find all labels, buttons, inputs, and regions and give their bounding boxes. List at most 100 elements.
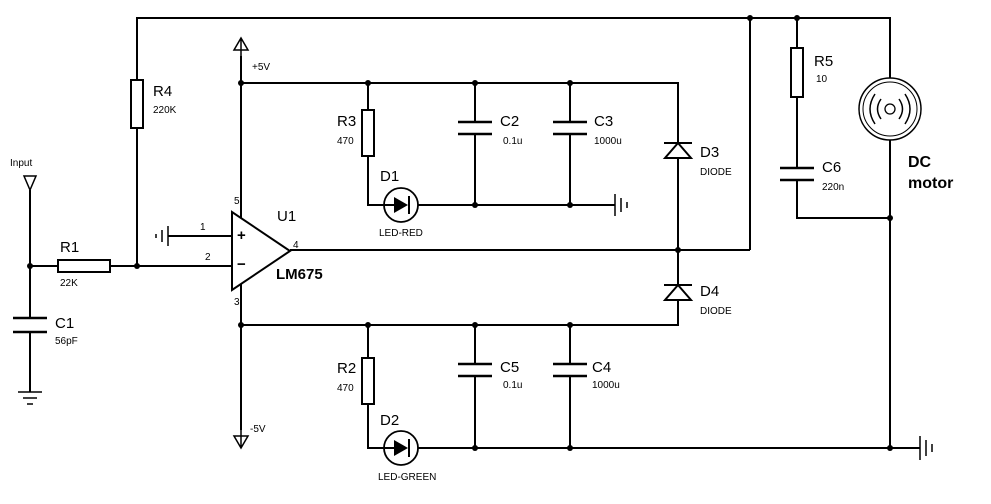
junction	[567, 445, 573, 451]
supply-positive: +5V	[232, 36, 270, 73]
led-d1-anode-icon	[394, 197, 408, 213]
diode-d4-body	[662, 283, 694, 301]
junction	[567, 80, 573, 86]
junction	[365, 80, 371, 86]
ground-top-icon	[614, 194, 628, 216]
opamp-pin4: 4	[293, 240, 299, 251]
junction	[794, 15, 800, 21]
junction	[134, 263, 140, 269]
junction	[567, 322, 573, 328]
resistor-r2-value: 470	[337, 383, 354, 394]
opamp-pin3: 3	[234, 297, 240, 308]
capacitor-c2-plates	[458, 120, 492, 136]
resistor-r3-body	[361, 109, 375, 157]
capacitor-c5-ref: C5	[500, 359, 519, 376]
junction	[675, 247, 681, 253]
capacitor-c3-value: 1000u	[594, 136, 622, 147]
diode-d3-value: DIODE	[700, 167, 732, 178]
resistor-r4: R4 220K	[130, 79, 177, 129]
capacitor-c5-plates	[458, 362, 492, 378]
junction	[887, 445, 893, 451]
capacitor-c3-ref: C3	[594, 113, 613, 130]
motor-label-line1: DC	[908, 154, 932, 171]
motor-shaft-icon	[884, 103, 896, 115]
junction	[472, 202, 478, 208]
capacitor-c1-ref: C1	[55, 315, 74, 332]
opamp-u1-triangle	[231, 210, 292, 292]
motor-label-line2: motor	[908, 175, 953, 192]
wire-snubber	[796, 18, 890, 219]
capacitor-c4: C4 1000u	[553, 359, 620, 391]
wires	[29, 17, 920, 449]
diode-d4-value: DIODE	[700, 306, 732, 317]
capacitor-c2: C2 0.1u	[458, 113, 522, 147]
junction	[472, 322, 478, 328]
junction	[365, 322, 371, 328]
junction	[238, 80, 244, 86]
resistor-r5-ref: R5	[814, 53, 833, 70]
resistor-r5-value: 10	[816, 74, 828, 85]
resistor-r3-ref: R3	[337, 113, 356, 130]
input-label: Input	[10, 158, 32, 169]
led-d1-value: LED-RED	[379, 228, 423, 239]
capacitor-c4-ref: C4	[592, 359, 611, 376]
led-d1: D1 LED-RED	[379, 168, 423, 239]
ground-pin1-icon	[155, 226, 169, 246]
opamp-u1: + − 1 2 3 4 5 U1 LM675	[200, 196, 323, 308]
diode-d3-ref: D3	[700, 144, 719, 161]
capacitor-c1: C1 56pF	[13, 315, 78, 405]
opamp-pin1: 1	[200, 222, 206, 233]
capacitor-c4-value: 1000u	[592, 380, 620, 391]
resistor-r2-ref: R2	[337, 360, 356, 377]
opamp-u1-part: LM675	[276, 266, 323, 283]
capacitor-c6-plates	[780, 166, 814, 182]
resistor-r4-value: 220K	[153, 105, 177, 116]
capacitor-c5-value: 0.1u	[503, 380, 522, 391]
capacitor-c1-value: 56pF	[55, 336, 78, 347]
supply-negative: -5V	[232, 424, 266, 450]
motor-outer-arc-icon	[869, 93, 911, 125]
resistor-r1-ref: R1	[60, 239, 79, 256]
supply-positive-icon	[232, 36, 250, 56]
resistor-r5: R5 10	[790, 47, 833, 98]
supply-negative-label: -5V	[250, 424, 266, 435]
led-d2-anode-icon	[394, 440, 408, 456]
supply-negative-icon	[232, 430, 250, 450]
input-terminal-arrow	[22, 175, 38, 192]
led-d2-value: LED-GREEN	[378, 472, 436, 483]
diode-d4-ref: D4	[700, 283, 719, 300]
resistor-r3-value: 470	[337, 136, 354, 147]
capacitor-c3: C3 1000u	[553, 113, 622, 147]
resistor-r3: R3 470	[337, 109, 375, 157]
motor-inner-ring-icon	[862, 81, 918, 137]
resistor-r2-body	[361, 357, 375, 405]
junction	[472, 80, 478, 86]
junction	[887, 215, 893, 221]
wire-rail-bottom	[241, 300, 679, 326]
junction	[27, 263, 33, 269]
resistor-r2: R2 470	[337, 357, 375, 405]
supply-positive-label: +5V	[252, 62, 270, 73]
junction	[567, 202, 573, 208]
resistor-r1: R1 22K	[57, 239, 111, 289]
resistor-r1-body	[57, 259, 111, 273]
junctions	[27, 15, 893, 451]
diode-d4: D4 DIODE	[662, 283, 732, 317]
led-d1-ref: D1	[380, 168, 399, 185]
opamp-minus-sign: −	[237, 256, 246, 273]
junction	[238, 322, 244, 328]
resistor-r4-body	[130, 79, 144, 129]
opamp-plus-sign: +	[237, 227, 246, 244]
wire-rail-top	[241, 82, 679, 143]
junction	[472, 445, 478, 451]
wire-feedback	[136, 17, 751, 266]
led-d1-cathode-icon	[384, 196, 410, 214]
capacitor-c1-plates	[13, 316, 47, 334]
led-d2-cathode-icon	[384, 439, 410, 457]
capacitor-c6-value: 220n	[822, 182, 844, 193]
motor-inner-arc-icon	[876, 98, 904, 120]
motor-outer-icon	[858, 77, 922, 141]
opamp-u1-ref: U1	[277, 208, 296, 225]
capacitor-c2-value: 0.1u	[503, 136, 522, 147]
